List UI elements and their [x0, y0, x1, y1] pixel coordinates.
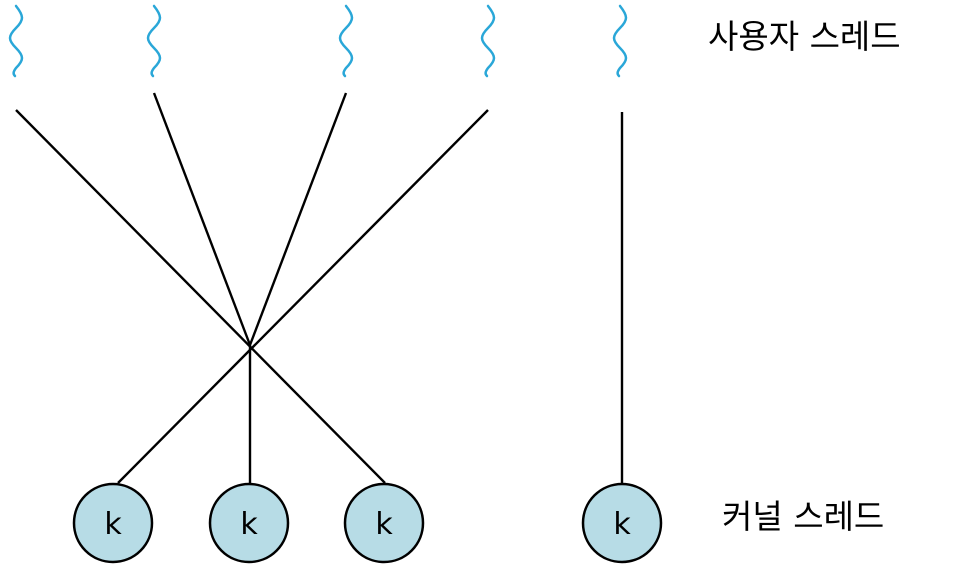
kernel-circle-icon	[208, 482, 290, 564]
wavy-thread-icon	[338, 4, 354, 78]
kernel-thread-label: k	[104, 507, 122, 542]
connection-line	[152, 92, 252, 346]
connection-line	[117, 109, 489, 484]
kernel-circle-icon	[72, 482, 154, 564]
kernel-thread-label: k	[240, 507, 258, 542]
wavy-thread-icon	[480, 4, 496, 78]
kernel-thread-node: k	[208, 482, 290, 564]
wavy-thread-icon	[146, 4, 162, 78]
kernel-thread-label: k	[613, 507, 631, 542]
kernel-thread-label: k	[375, 507, 393, 542]
connection-line	[248, 92, 348, 346]
connection-line	[15, 109, 386, 484]
kernel-thread-node: k	[343, 482, 425, 564]
user-threads-group	[8, 4, 628, 78]
connection-lines	[15, 92, 624, 484]
kernel-circle-icon	[343, 482, 425, 564]
kernel-thread-node: k	[72, 482, 154, 564]
kernel-thread-node: k	[581, 482, 663, 564]
kernel-circle-icon	[581, 482, 663, 564]
wavy-thread-icon	[8, 4, 24, 78]
kernel-threads-label: 커널 스레드	[722, 497, 885, 536]
wavy-thread-icon	[612, 4, 628, 78]
user-threads-label: 사용자 스레드	[708, 17, 901, 56]
